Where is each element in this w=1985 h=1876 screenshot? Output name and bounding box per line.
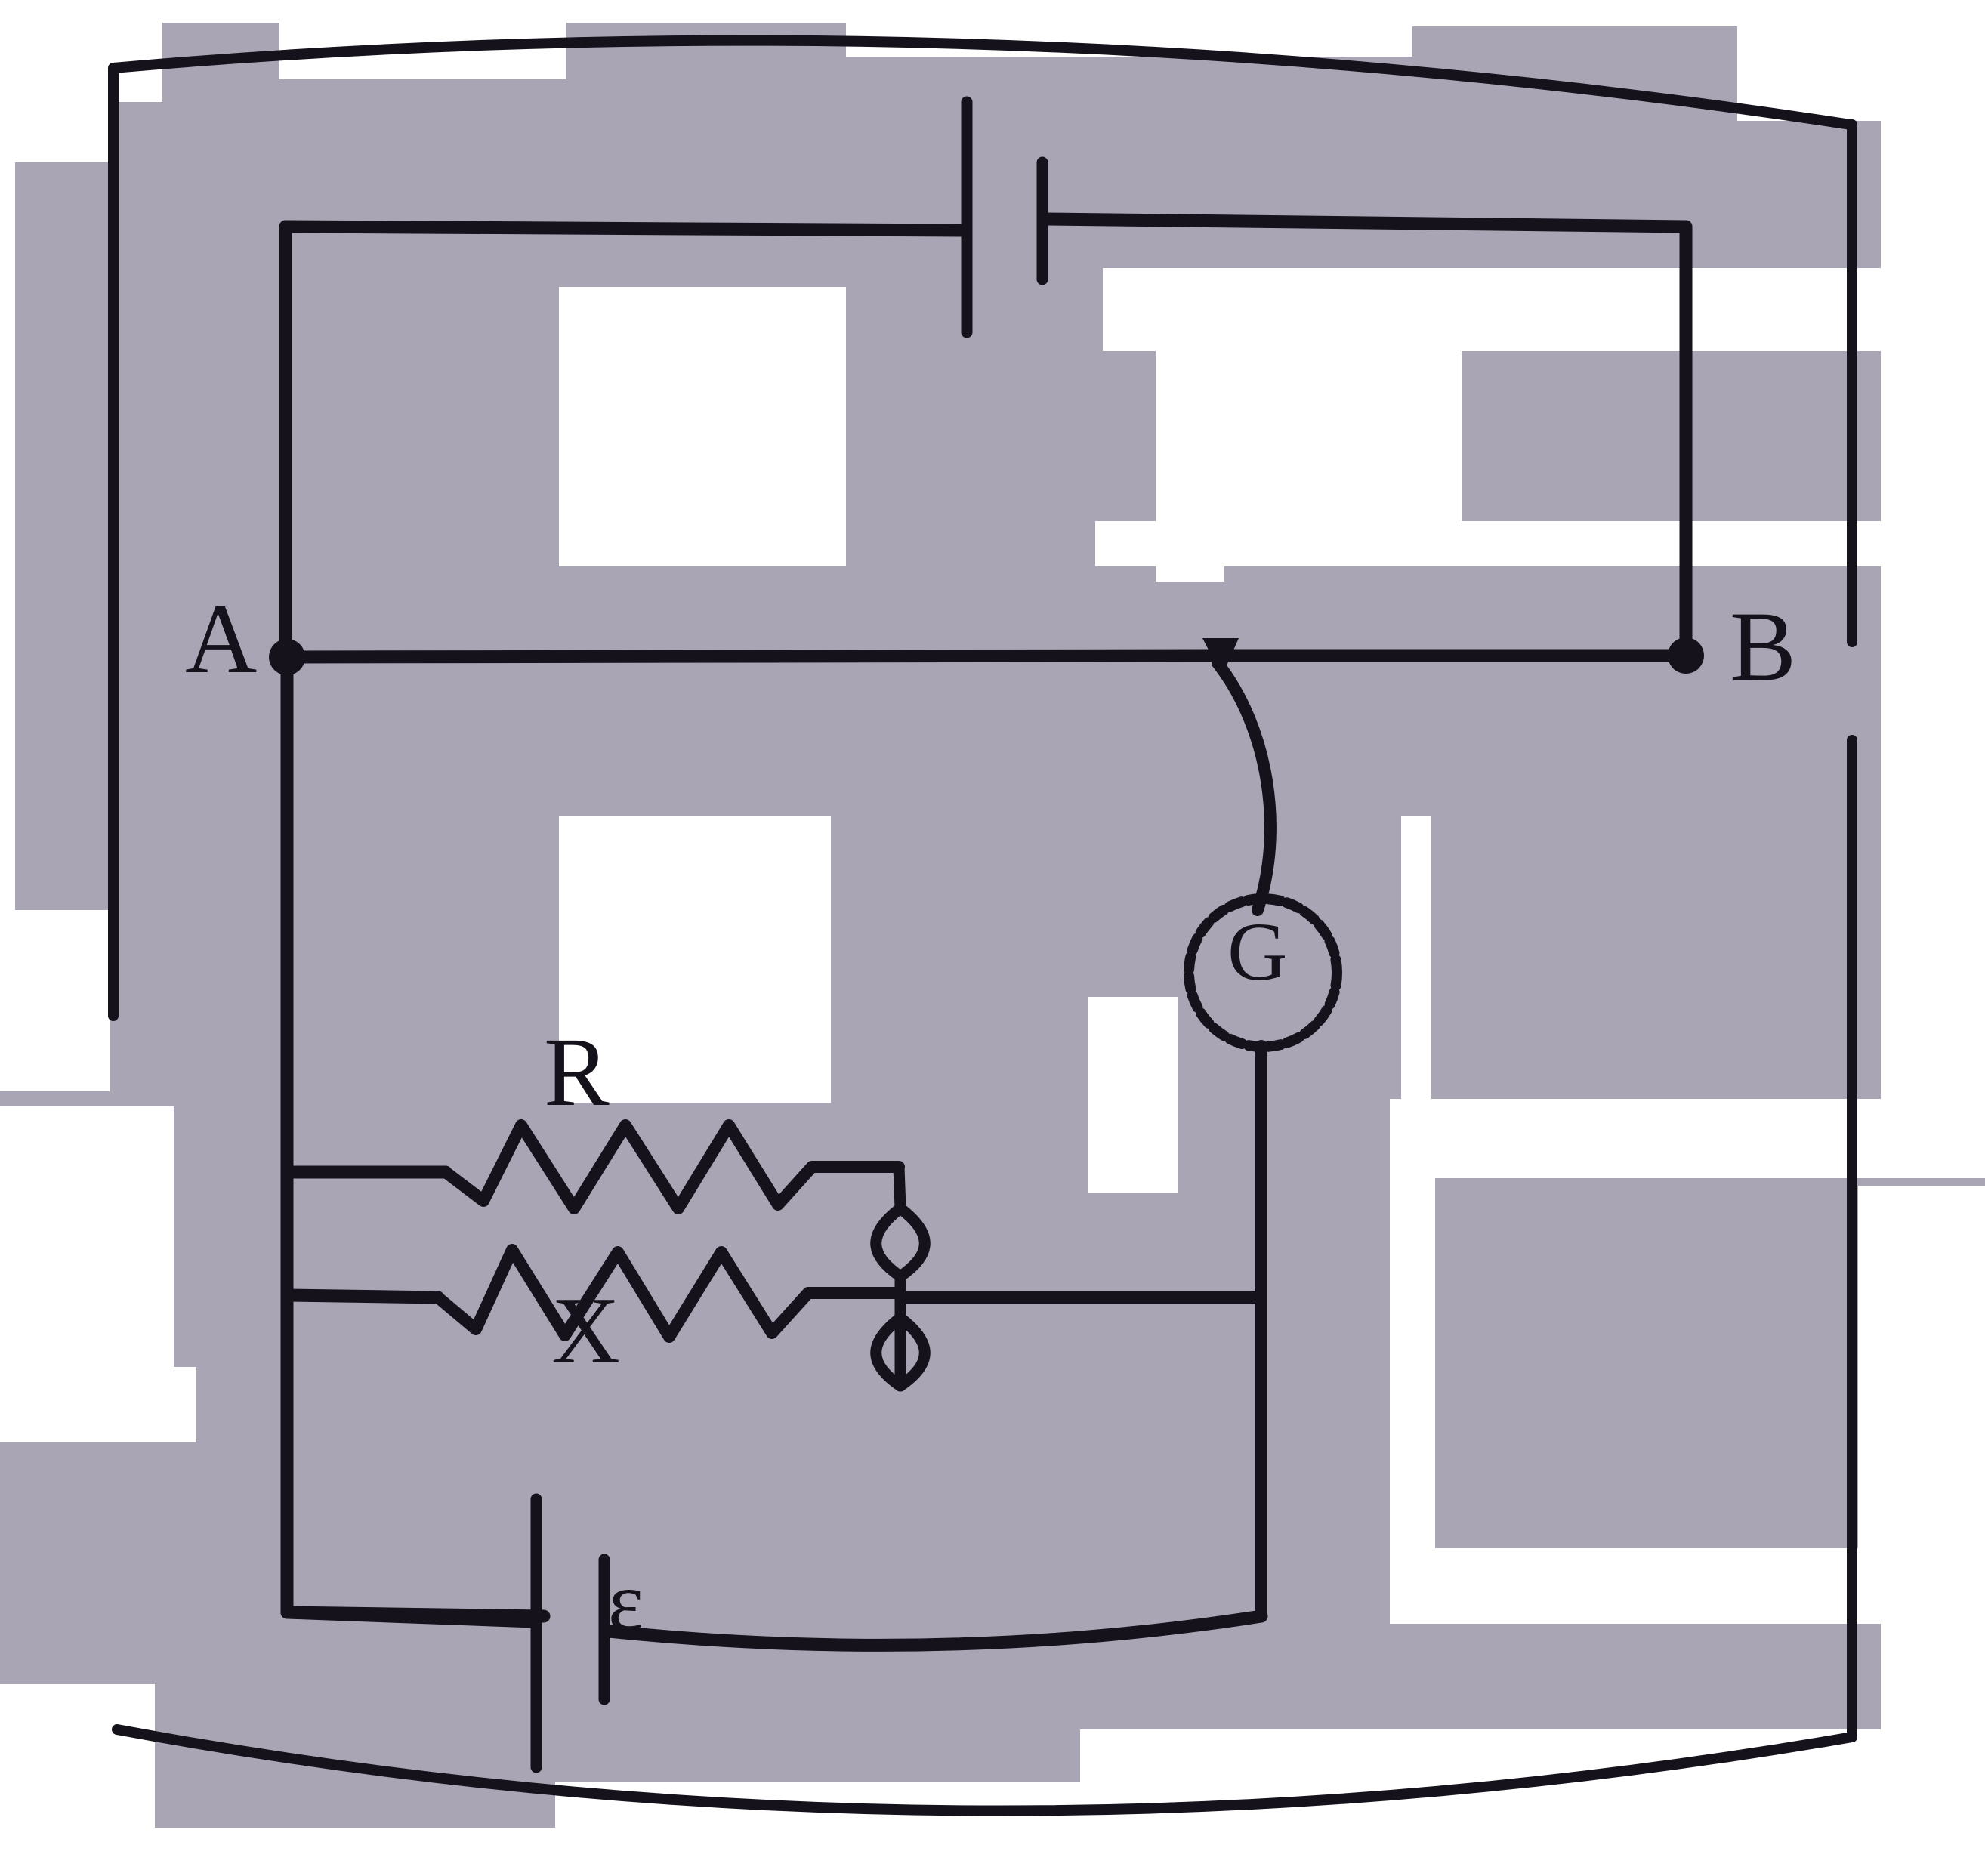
emf-right-lead: [602, 1609, 1268, 1652]
artifact-upper-block-f: [1401, 302, 1462, 559]
artifact-right-block-b: [1390, 1178, 1435, 1548]
left-rail: [280, 658, 551, 1623]
artifact-left-edge-2: [0, 910, 110, 1091]
artifact-left-block-b: [0, 1367, 196, 1442]
artifact-right-block-d: [1858, 1186, 1985, 1548]
resistor-R-zigzag: [440, 1119, 905, 1214]
artifact-right-block-e: [1390, 1548, 1985, 1624]
galvanometer-circle: [1184, 893, 1342, 1052]
jockey-marker: [1202, 638, 1239, 676]
galvanometer-upper-lead: [1212, 657, 1277, 916]
resistor-X-zigzag: [432, 1244, 906, 1343]
galvanometer-lead: [1212, 657, 1277, 1622]
label-node-a: A: [185, 583, 258, 694]
paper-patch-left-top: [15, 159, 113, 914]
driver-battery-symbol: [961, 96, 1048, 338]
emf-loop-wires: [280, 1606, 1268, 1652]
artifact-left-edge: [0, 0, 110, 162]
artifact-mid-block-b: [1401, 816, 1431, 1110]
artifact-left-block-c: [0, 1684, 155, 1876]
artifact-bottom-block-c: [151, 1828, 559, 1876]
label-resistor-x: X: [551, 1279, 620, 1384]
artifact-upper-block-d: [1216, 302, 1409, 536]
artifact-right-notch: [1737, 0, 1985, 121]
bridge-wire-ab: [279, 649, 1693, 664]
node-dot-a: [269, 639, 305, 675]
artifact-mid-block-c: [1088, 997, 1178, 1193]
node-dot-b: [1668, 637, 1704, 674]
label-resistor-r: R: [544, 1018, 610, 1127]
emf-battery-symbol: [530, 1493, 610, 1773]
contact-stack: [870, 1161, 931, 1392]
artifact-upper-block-a: [559, 287, 846, 566]
page-frame: [108, 35, 1857, 1816]
label-emf: ε: [608, 1555, 644, 1649]
artifact-mid-block-a: [559, 816, 831, 1103]
emf-left-lead: [280, 1606, 540, 1628]
artifact-right-block-c: [1684, 1103, 1985, 1178]
label-galvanometer: G: [1227, 906, 1288, 998]
branch-to-X: [282, 1288, 445, 1304]
artifact-upper-block-e: [1095, 521, 1881, 566]
label-node-b: B: [1730, 591, 1797, 702]
driver-loop-wires: [279, 212, 1693, 664]
artifact-right-edge: [1881, 23, 1985, 1103]
artifact-top-band-c: [1412, 0, 1745, 26]
paper-patch-left-low: [0, 1412, 136, 1729]
